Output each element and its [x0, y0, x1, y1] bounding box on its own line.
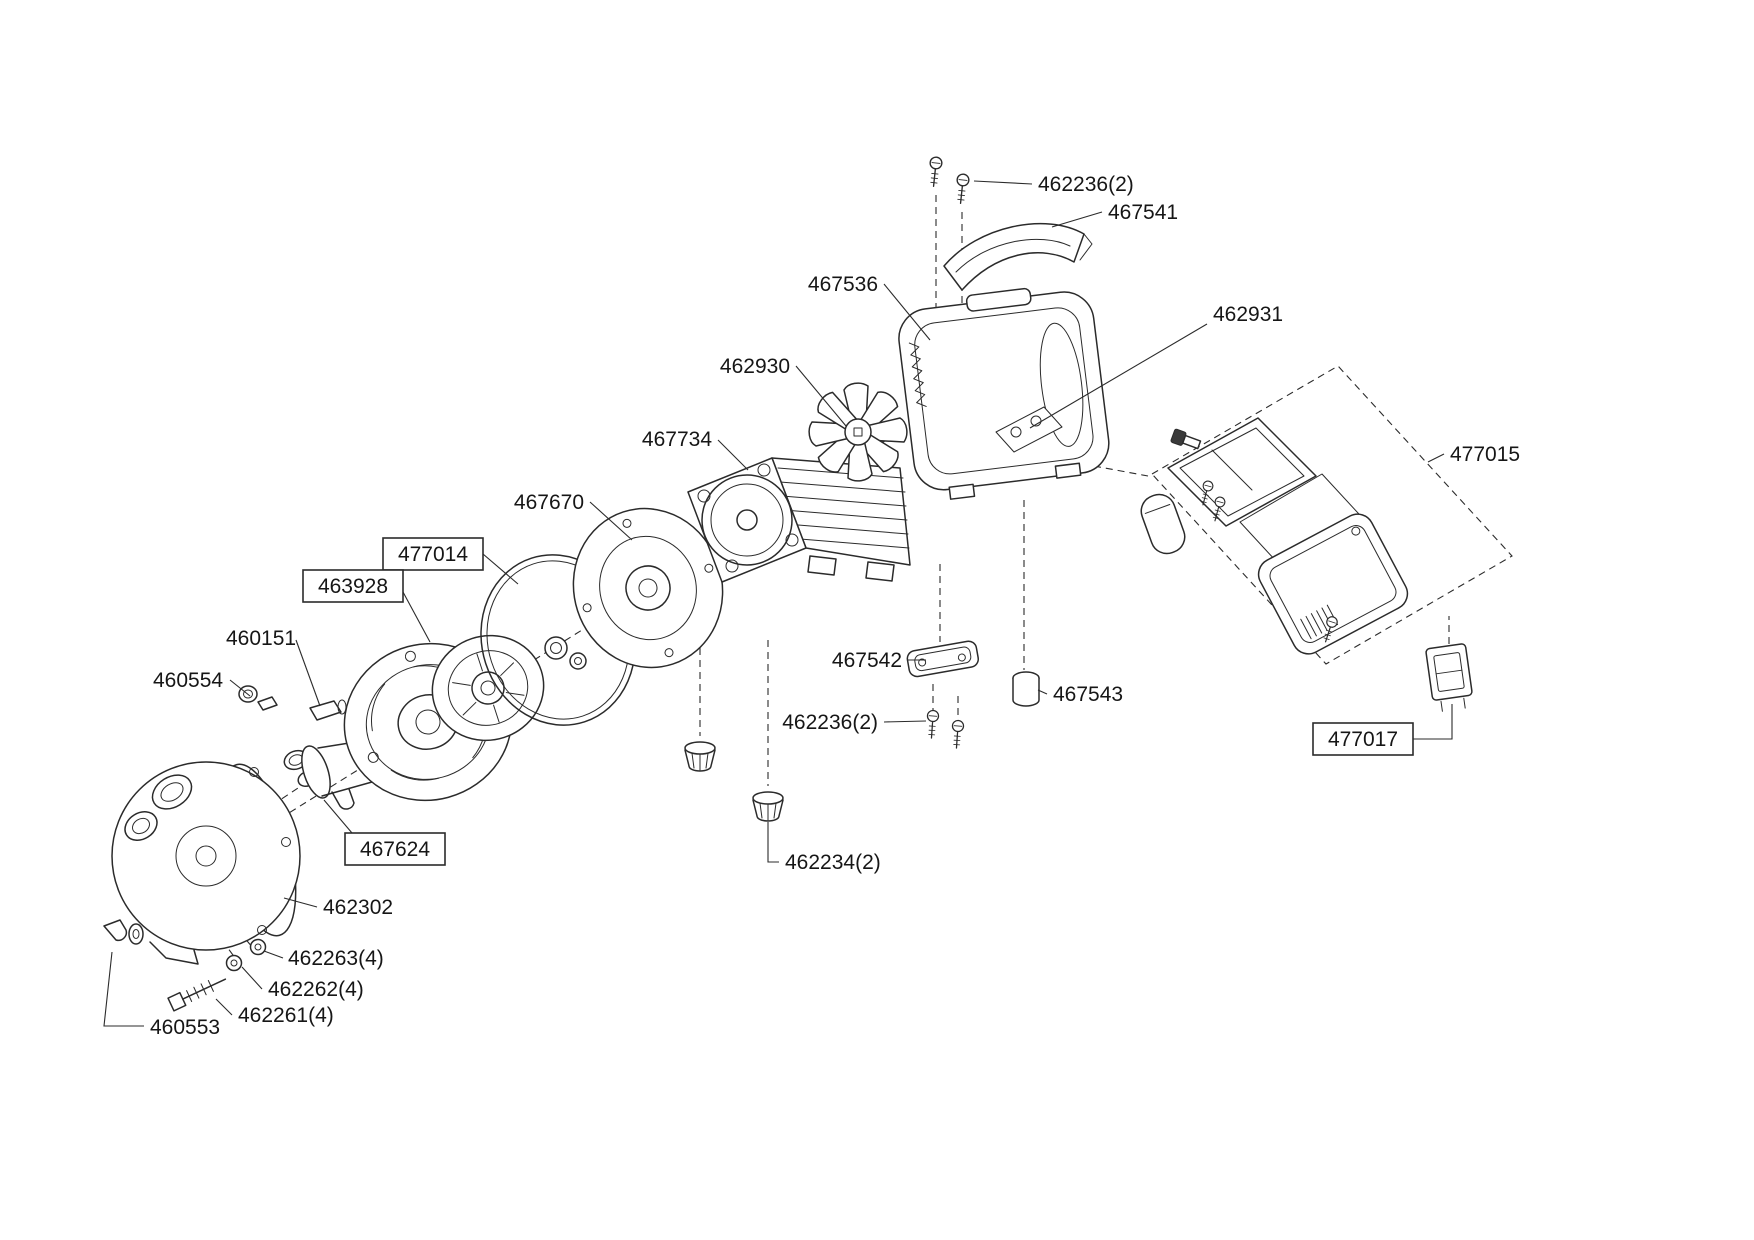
part-motor	[687, 457, 911, 583]
label-washers-outer: 462263(4)	[288, 947, 384, 970]
part-switch	[1425, 643, 1473, 712]
label-diffuser: 463928	[302, 569, 404, 603]
label-seal-kit: 477014	[382, 537, 484, 571]
part-impeller	[431, 634, 545, 742]
label-knobs: 462234(2)	[785, 851, 881, 874]
label-motor-housing: 467536	[808, 273, 878, 296]
label-ejector: 467624	[344, 832, 446, 866]
part-kit-bolt	[1170, 428, 1202, 450]
part-bolt	[167, 978, 227, 1012]
label-screws-top: 462236(2)	[1038, 173, 1134, 196]
label-nozzle: 460554	[153, 669, 223, 692]
part-washers-outer	[249, 938, 267, 956]
label-handle: 467541	[1108, 201, 1178, 224]
label-terminal-block: 462931	[1213, 303, 1283, 326]
svg-text:467624: 467624	[360, 838, 430, 861]
svg-text:463928: 463928	[318, 575, 388, 598]
label-support-disc: 467670	[514, 491, 584, 514]
label-rubber-foot: 467543	[1053, 683, 1123, 706]
part-fan	[808, 382, 908, 482]
label-screws-bottom: 462236(2)	[782, 711, 878, 734]
label-bolts: 462261(4)	[238, 1004, 334, 1027]
label-fan: 462930	[720, 355, 790, 378]
label-washers-inner: 462262(4)	[268, 978, 364, 1001]
part-washers-inner	[225, 954, 243, 972]
svg-text:477017: 477017	[1328, 728, 1398, 751]
part-screws-bottom	[925, 709, 965, 750]
part-venturi	[309, 699, 347, 721]
svg-text:477014: 477014	[398, 543, 468, 566]
part-rubber-foot	[1012, 671, 1040, 707]
part-pump-body	[111, 761, 301, 965]
labels: 462236(2) 467541 467536 462931 462930 46…	[150, 173, 1520, 1039]
leader-lines	[103, 180, 1453, 1027]
part-motor-housing	[898, 287, 1110, 500]
label-venturi: 460151	[226, 627, 296, 650]
part-kit-capacitor	[1140, 493, 1186, 555]
kit-boundary-box	[1151, 365, 1513, 665]
part-screws-top	[927, 155, 971, 205]
part-handle	[943, 222, 1093, 291]
part-mount-plate	[906, 640, 980, 678]
label-mount-plate: 467542	[832, 649, 902, 672]
part-nozzle	[238, 685, 278, 711]
label-cover-kit: 477015	[1450, 443, 1520, 466]
part-mech-seal	[544, 636, 587, 670]
label-clamp: 460553	[150, 1016, 220, 1039]
label-switch: 477017	[1312, 722, 1414, 756]
part-clamp	[103, 919, 144, 945]
label-motor: 467734	[642, 428, 712, 451]
part-kit-cover	[1257, 513, 1409, 655]
label-pump-body: 462302	[323, 896, 393, 919]
